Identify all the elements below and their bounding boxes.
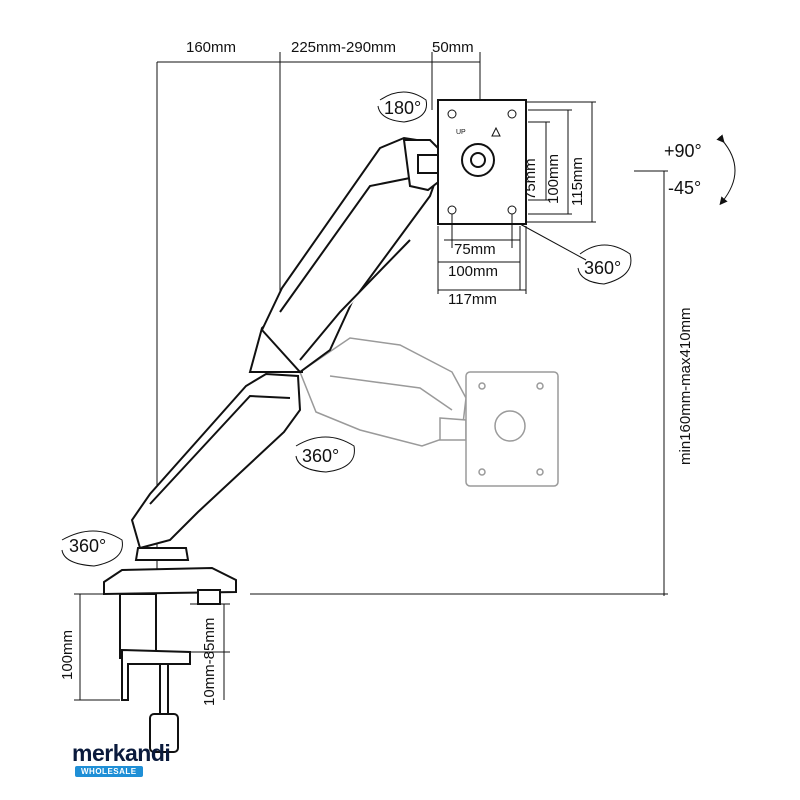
height-dimension-lines <box>250 170 668 596</box>
vesa-v100-label: 100mm <box>545 154 562 204</box>
vesa-plate: UP <box>437 99 527 225</box>
svg-text:360°: 360° <box>584 258 621 278</box>
monitor-arm <box>103 136 447 596</box>
vesa-h75-label: 75mm <box>454 241 496 258</box>
vesa-v75-label: 75mm <box>522 158 539 200</box>
clamp-height-label: 100mm <box>59 630 76 680</box>
vesa-dimension-lines <box>437 101 596 294</box>
plate-rotation-badge: 360° <box>519 223 632 285</box>
tilt-down-label: -45° <box>668 178 701 198</box>
plate-width-label: 117mm <box>448 291 497 308</box>
logo-tagline: WHOLESALE <box>75 766 143 777</box>
logo-name: merkandi <box>72 740 171 766</box>
clamp-dimension-lines <box>74 593 230 701</box>
svg-text:360°: 360° <box>69 536 106 556</box>
merkandi-logo: merkandi WHOLESALE <box>72 732 171 782</box>
ghost-arm-position <box>299 337 559 487</box>
reach-arm-label: 225mm-290mm <box>291 39 396 56</box>
vesa-h100-label: 100mm <box>448 263 498 280</box>
plate-height-label: 115mm <box>569 157 586 206</box>
height-range-label: min160mm-max410mm <box>677 307 694 465</box>
elbow-rotation-badge: 360° <box>295 436 355 473</box>
up-label: UP <box>456 129 466 136</box>
desk-clamp <box>119 589 221 753</box>
tilt-up-label: +90° <box>664 141 702 161</box>
svg-text:360°: 360° <box>302 446 339 466</box>
reach-base-label: 160mm <box>186 39 236 56</box>
desk-thickness-label: 10mm-85mm <box>201 618 218 706</box>
base-rotation-badge: 360° <box>61 530 123 567</box>
svg-text:180°: 180° <box>384 98 421 118</box>
head-swivel-badge: 180° <box>377 91 428 123</box>
tilt-arrow-icon <box>716 134 736 206</box>
reach-head-label: 50mm <box>432 39 474 56</box>
